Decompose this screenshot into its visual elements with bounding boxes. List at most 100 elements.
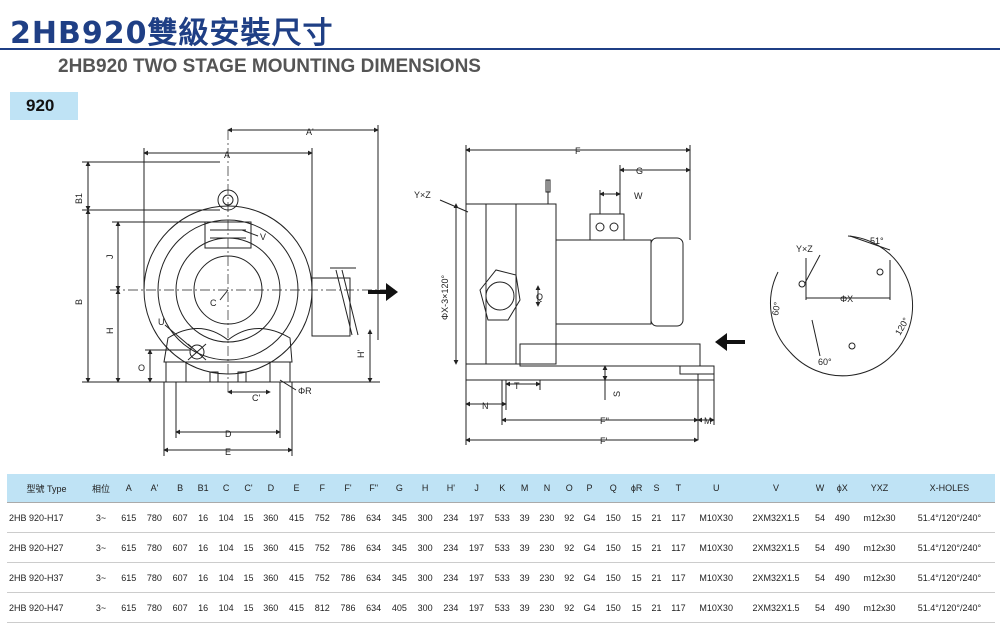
table-cell: m12x30 [855,532,904,563]
table-cell: G4 [578,562,601,593]
dim-c: C [210,298,217,308]
table-cell: 92 [559,502,579,533]
column-header: E [283,474,310,503]
table-cell: 780 [141,502,168,533]
dim-a-prime: A' [306,127,314,137]
table-cell: 533 [489,502,516,533]
table-cell: 780 [141,592,168,623]
foot-left [165,361,187,383]
table-cell: 634 [360,502,387,533]
flange-51deg: 51° [870,236,884,246]
dim-f: F [575,146,581,156]
table-cell: 3~ [86,532,116,563]
front-view-labels: A' A B1 B J H O V C U H' C' ΦR D E [74,127,366,457]
dim-phi-r: ΦR [298,386,312,396]
table-cell: 533 [489,562,516,593]
column-header: N [534,474,560,503]
table-cell: 345 [386,502,413,533]
table-cell: 345 [386,562,413,593]
table-cell: 752 [309,562,336,593]
table-cell: 300 [412,562,438,593]
table-cell: 634 [360,532,387,563]
column-header: Q [600,474,627,503]
table-cell: 51.4°/120°/240° [903,502,995,533]
column-header: A [115,474,142,503]
dim-m: M [704,416,712,426]
table-cell: 533 [489,592,516,623]
table-cell: 117 [666,562,691,593]
table-cell: 360 [257,502,284,533]
table-cell: 615 [115,532,142,563]
table-cell: 345 [386,532,413,563]
dim-a: A [224,150,230,160]
column-header: V [741,474,811,503]
column-header: F'' [360,474,387,503]
table-cell: G4 [578,502,601,533]
table-cell: 234 [437,562,464,593]
table-cell: 150 [600,592,627,623]
table-cell: 490 [829,532,856,563]
table-cell: 16 [193,562,214,593]
column-header: ϕR [626,474,648,503]
table-cell: 104 [213,562,240,593]
table-cell: 15 [626,532,648,563]
model-cell: 2HB 920-H47 [7,592,87,623]
table-cell: 607 [167,562,194,593]
column-header: C' [239,474,258,503]
side-view-labels: F G W Y×Z ΦX-3×120° Q T N S F'' M F' [414,146,712,446]
table-cell: 197 [463,562,490,593]
column-header: 相位 [86,474,116,503]
dim-f-dprime: F'' [600,416,609,426]
dim-b: B [74,299,84,305]
table-cell: 230 [534,592,560,623]
table-cell: 300 [412,502,438,533]
table-cell: 150 [600,502,627,533]
table-cell: 300 [412,532,438,563]
table-cell: 786 [335,502,361,533]
table-cell: 634 [360,592,387,623]
column-header: O [559,474,579,503]
flow-arrow-left [715,333,745,351]
table-cell: 39 [515,532,535,563]
table-cell: 21 [647,562,667,593]
lower-housing [163,328,293,363]
table-cell: 197 [463,502,490,533]
table-cell: 230 [534,532,560,563]
column-header: C [213,474,240,503]
column-header: B [167,474,194,503]
dim-h-prime: H' [356,350,366,358]
table-cell: 786 [335,562,361,593]
table-cell: 415 [283,562,310,593]
terminal-box [589,213,625,241]
table-cell: 812 [309,592,336,623]
table-cell: 21 [647,532,667,563]
motor-body [555,239,652,325]
column-header: K [489,474,516,503]
table-cell: G4 [578,592,601,623]
table-cell: 39 [515,502,535,533]
table-cell: 780 [141,532,168,563]
table-cell: 2XM32X1.5 [741,562,811,593]
table-cell: 786 [335,532,361,563]
inlet-flange [465,203,487,365]
column-header: X-HOLES [903,474,995,503]
flange-120deg: 120° [893,316,911,337]
table-cell: 54 [810,592,830,623]
table-cell: 150 [600,532,627,563]
flange-phix: ΦX [840,294,853,304]
dim-v: V [260,232,266,242]
table-cell: 117 [666,532,691,563]
table-cell: 3~ [86,592,116,623]
column-header: S [647,474,667,503]
table-cell: 615 [115,592,142,623]
dim-o: O [138,363,145,373]
table-cell: G4 [578,532,601,563]
flow-arrow-right [368,283,398,301]
table-cell: 15 [626,502,648,533]
table-cell: 51.4°/120°/240° [903,592,995,623]
table-cell: 51.4°/120°/240° [903,532,995,563]
